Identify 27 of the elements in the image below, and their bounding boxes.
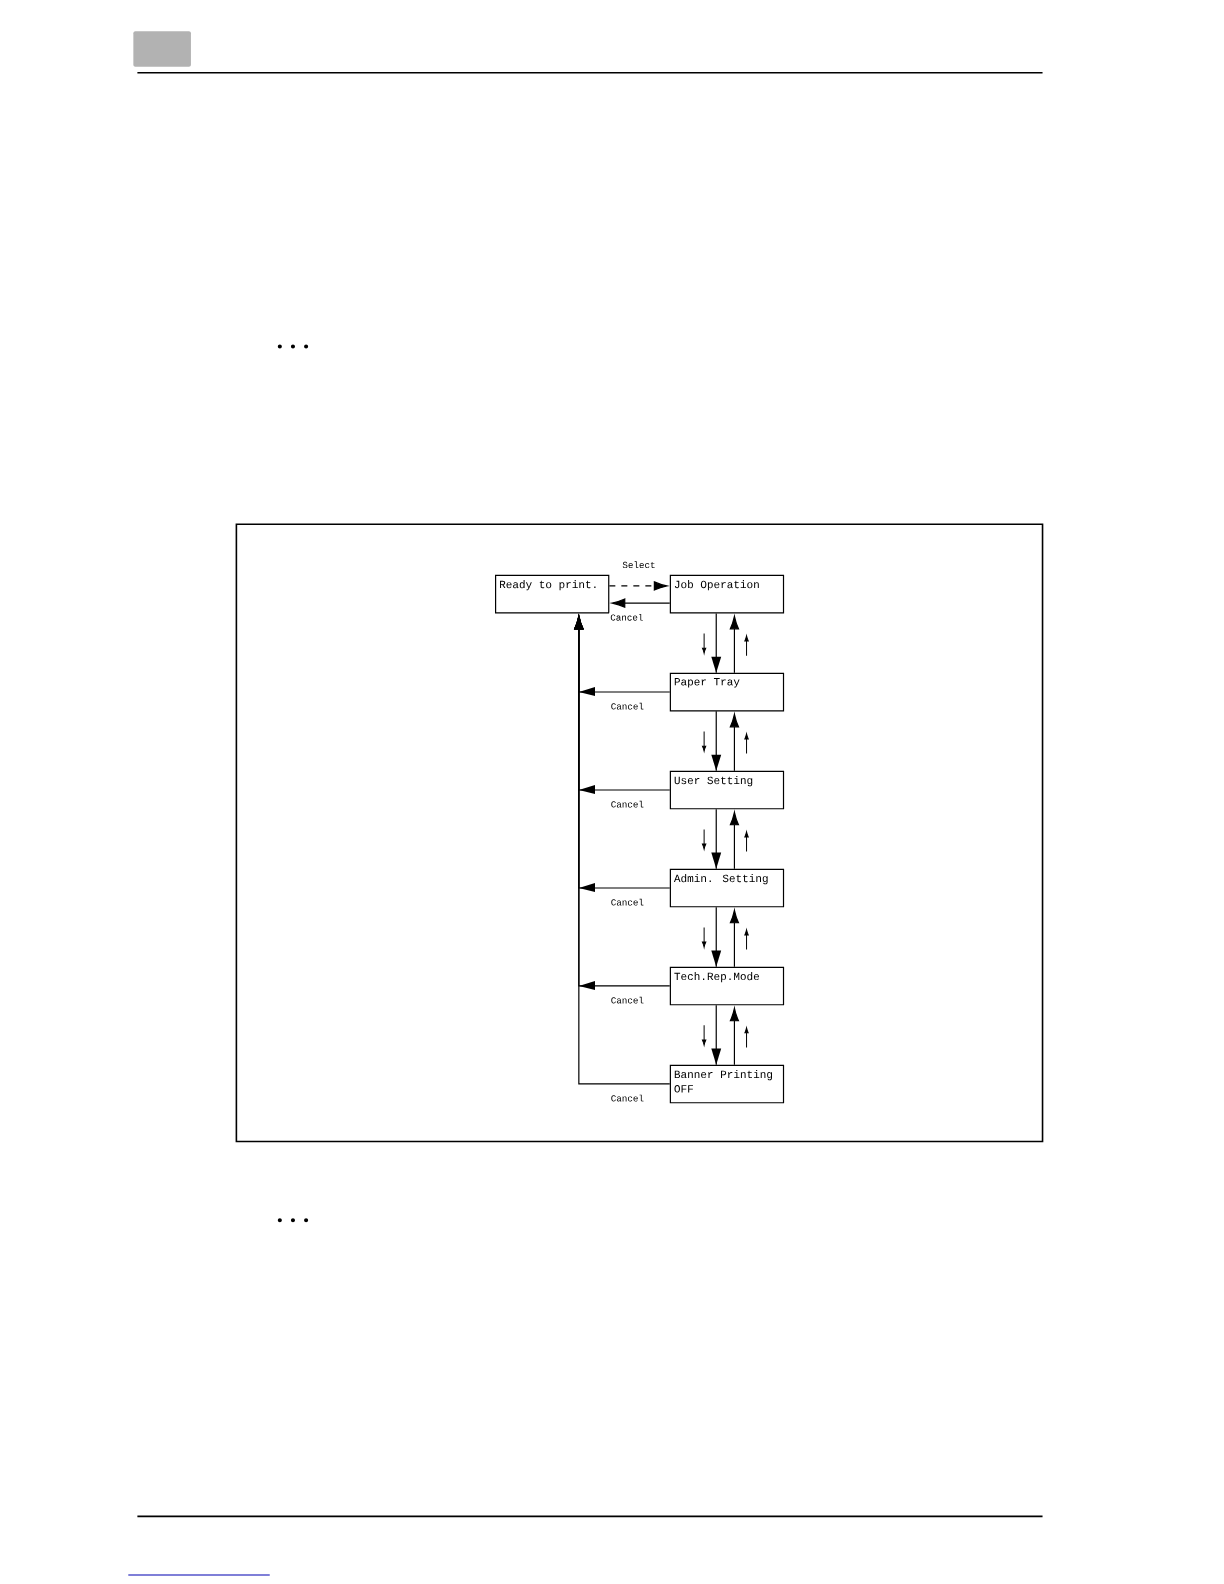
edge-label: Cancel (609, 1093, 645, 1103)
edge-label: Select (621, 560, 657, 570)
arrow (608, 581, 668, 591)
arrow (729, 909, 739, 968)
arrow (729, 811, 739, 870)
edge-label: Cancel (609, 701, 645, 711)
arrow (711, 612, 721, 674)
arrow (711, 710, 721, 772)
arrow (729, 713, 739, 772)
arrow (729, 1007, 739, 1066)
arrow (711, 906, 721, 968)
menu-box: Paper Tray (669, 672, 784, 712)
edge-label: Cancel (609, 995, 645, 1005)
menu-box: Ready to print. (494, 574, 610, 614)
menu-box: User Setting (669, 770, 784, 810)
edge-label: Cancel (609, 897, 645, 907)
arrow (711, 808, 721, 870)
arrow (711, 1004, 721, 1066)
menu-box: Admin. Setting (669, 868, 784, 908)
menu-box: Job Operation (669, 574, 784, 614)
arrow (574, 615, 671, 1085)
arrow (611, 598, 671, 608)
edge-label: Cancel (609, 612, 645, 622)
edge-label: Cancel (609, 799, 645, 809)
menu-box: Tech.Rep.Mode (669, 966, 784, 1006)
arrow (729, 615, 739, 674)
menu-box: Banner Printing OFF (669, 1064, 784, 1104)
